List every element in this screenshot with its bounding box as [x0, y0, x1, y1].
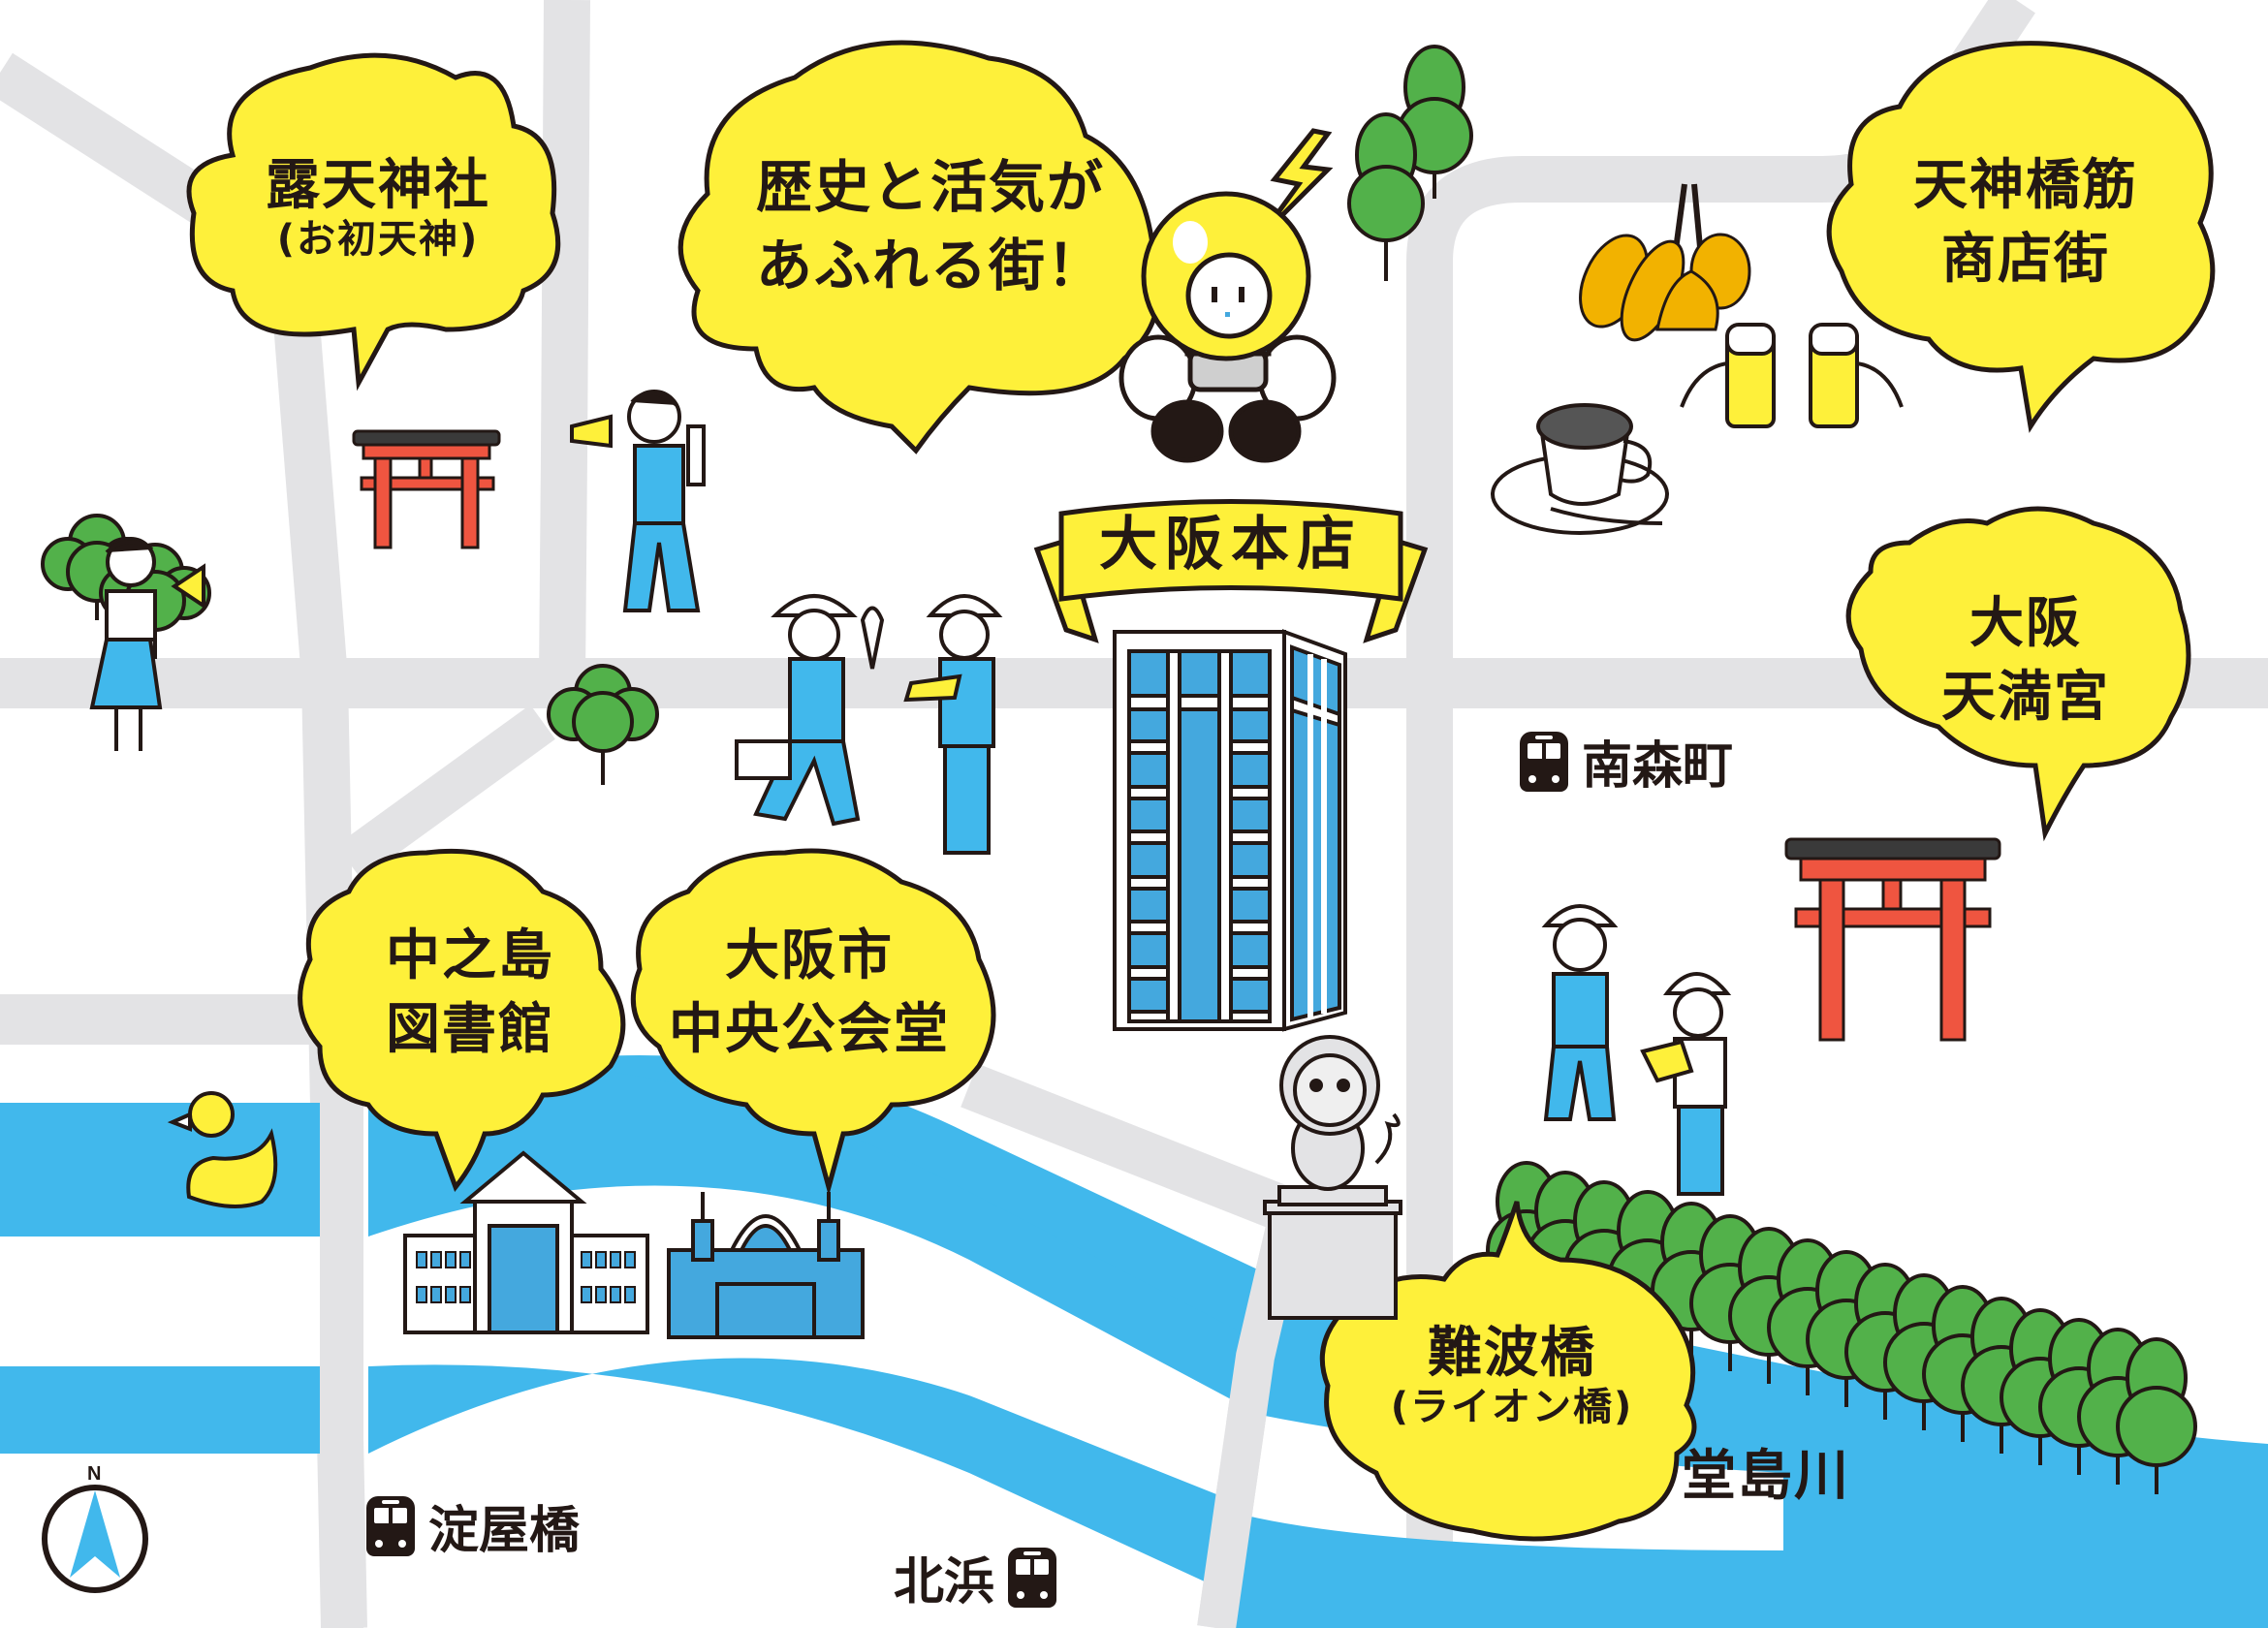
mascot-character-icon [1118, 128, 1337, 463]
worker-figures [89, 390, 1732, 1196]
slogan-label: 歴史と活気が あふれる街！ [746, 155, 1115, 297]
slogan-line-2: あふれる街！ [755, 232, 1105, 298]
landmark-name: 露天神社 [266, 154, 490, 217]
beer-cheers-icon [1680, 323, 1904, 428]
station-name: 北浜 [894, 1553, 995, 1612]
landmark-label-library[interactable]: 中之島 図書館 [330, 924, 611, 1062]
bubble-library [298, 848, 626, 1193]
kushikatsu-icon [1579, 183, 1751, 342]
rubber-duck-icon [167, 1091, 278, 1208]
landmark-name: 大阪市 [725, 924, 894, 987]
worker-tablet [903, 594, 1003, 855]
osaka-hq-building-icon [1113, 629, 1347, 1032]
torii-icon [1784, 837, 2001, 1042]
bubble-tsuyu-tenjin [186, 52, 561, 391]
tree-icon [547, 664, 659, 785]
speech-bubbles [186, 40, 2216, 1542]
river-label-dojima: 堂島川 [1682, 1445, 1850, 1508]
library-building-icon [403, 1150, 649, 1334]
landmark-name: 難波橋 [1428, 1322, 1596, 1385]
bubble-central-hall [630, 848, 996, 1197]
worker-pointing [1541, 904, 1619, 1121]
landmark-name: 大阪 [1969, 592, 2082, 655]
coffee-cup-icon [1491, 403, 1669, 535]
landmark-name-2: 図書館 [386, 998, 554, 1062]
worker-megaphone-man [570, 390, 706, 612]
station-name: 南森町 [1582, 737, 1734, 796]
central-hall-building-icon [667, 1192, 865, 1339]
train-icon [1008, 1547, 1057, 1608]
torii-icon [352, 429, 501, 549]
landmark-name-2: 商店街 [1941, 228, 2110, 292]
landmark-label-naniwabashi[interactable]: 難波橋 (ライオン橋) [1367, 1322, 1657, 1430]
bubble-tenjinbashisuji [1826, 41, 2216, 433]
tree-icon [1396, 45, 1473, 199]
landmark-subname: (お初天神) [276, 217, 480, 263]
station-yodoyabashi[interactable]: 淀屋橋 [366, 1489, 580, 1562]
worker-clipboard [1640, 972, 1732, 1196]
torii-gates [352, 429, 2001, 1042]
station-kitahama[interactable]: 北浜 [894, 1541, 1057, 1613]
hq-banner-ribbon [1033, 499, 1429, 643]
landmark-label-tsuyu-tenjin[interactable]: 露天神社 (お初天神) [233, 154, 523, 263]
hq-banner-title[interactable]: 大阪本店 [1099, 511, 1363, 579]
landmark-subname: (ライオン橋) [1390, 1385, 1634, 1430]
train-icon [1520, 731, 1568, 792]
lion-statue-icon [1263, 1035, 1402, 1320]
landmark-label-tenmangu[interactable]: 大阪 天満宮 [1900, 592, 2152, 730]
landmark-name-2: 中央公会堂 [669, 998, 950, 1062]
tree-icon [1347, 112, 1425, 281]
landmark-name: 天神橋筋 [1913, 154, 2138, 217]
worker-megaphone-woman [89, 537, 205, 751]
landmark-name: 中之島 [386, 924, 554, 987]
train-icon [366, 1495, 415, 1556]
bubble-tenmangu [1845, 506, 2191, 842]
landmark-name-2: 天満宮 [1941, 666, 2110, 730]
landmark-label-tenjinbashisuji[interactable]: 天神橋筋 商店街 [1880, 154, 2171, 292]
station-name: 淀屋橋 [428, 1502, 581, 1560]
bubble-naniwabashi [1319, 1201, 1697, 1542]
landmark-label-central-hall[interactable]: 大阪市 中央公会堂 [645, 924, 974, 1062]
bubble-slogan [677, 40, 1162, 454]
compass-north-arrow-icon [42, 1485, 148, 1593]
worker-toolbox [735, 594, 885, 827]
station-minamimorimachi[interactable]: 南森町 [1520, 725, 1733, 798]
slogan-line-1: 歴史と活気が [755, 154, 1105, 220]
compass-north-label: N [87, 1463, 102, 1485]
